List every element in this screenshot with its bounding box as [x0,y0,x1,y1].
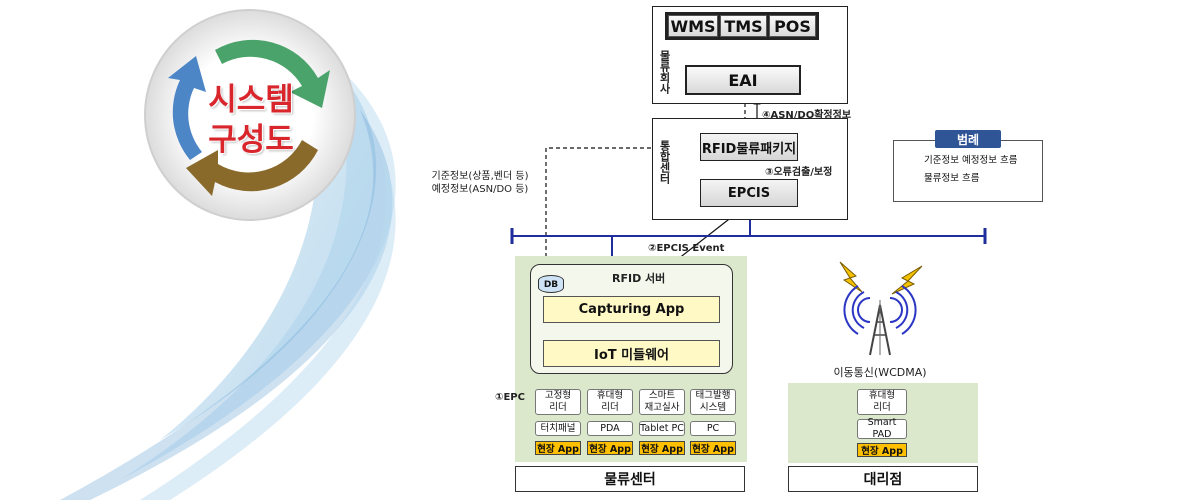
smart-inventory-line2: 재고실사 [644,402,680,413]
tag-issue-line2: 시스템 [699,402,727,413]
asn-annotation: ④ASN/DO확정정보 [762,110,852,121]
rfid-package-box: RFID물류패키지 [700,133,798,161]
event-annotation: ②EPCIS Event [648,243,725,254]
master-info-line1: 기준정보(상품,벤더 등) [431,171,529,182]
device-pda: PDA [587,421,633,436]
field-app-4: 현장 App [690,441,736,455]
agency-pad-line2: PAD [872,429,892,440]
swirl-decoration [60,9,396,500]
rfid-server-title: RFID 서버 [612,272,666,285]
legend-box [893,140,1043,202]
system-pos: POS [769,15,816,37]
field-app-3: 현장 App [639,441,685,455]
logo-title: 시스템 구성도 [196,80,306,160]
iot-middleware-box: IoT 미들웨어 [543,340,720,367]
master-info-line2: 예정정보(ASN/DO 등) [431,184,529,195]
epcis-box: EPCIS [700,179,798,207]
device-pc: PC [690,421,736,436]
master-info-annotation: 기준정보(상품,벤더 등) 예정정보(ASN/DO 등) [420,170,540,196]
integration-center-label: 통합센터 [658,140,671,184]
logo-title-line2: 구성도 [208,122,294,158]
agency-label: 대리점 [788,466,978,492]
eai-box: EAI [685,65,801,95]
reader-fixed-line1: 고정형 [544,390,572,401]
reader-handheld-line1: 휴대형 [596,390,624,401]
reader-fixed-line2: 리더 [549,402,567,413]
db-icon: DB [538,275,564,293]
smart-inventory-line1: 스마트 [648,390,676,401]
legend-title: 범례 [935,130,1001,148]
agency-field-app: 현장 App [857,443,907,457]
logistics-company-label: 물류회사 [658,50,671,94]
legend-dashed-label: 기준정보 예정정보 흐름 [924,155,1018,166]
antenna-tower-icon [839,261,923,356]
reader-handheld-line2: 리더 [601,402,619,413]
logo-title-line1: 시스템 [208,82,294,118]
device-tablet: Tablet PC [639,421,685,436]
field-app-2: 현장 App [587,441,633,455]
logistics-center-label: 물류센터 [515,466,745,492]
tag-issue-line1: 태그발행 [695,390,731,401]
field-app-1: 현장 App [535,441,581,455]
agency-reader-line1: 휴대형 [868,390,896,401]
mobile-network-label: 이동통신(WCDMA) [833,366,927,379]
system-tms: TMS [720,15,767,37]
agency-pad-line1: Smart [867,417,897,428]
error-annotation: ③오류검출/보정 [765,167,833,178]
agency-reader-line2: 리더 [873,402,891,413]
capturing-app-box: Capturing App [543,296,720,323]
legend-solid-label: 물류정보 흐름 [924,173,980,184]
system-wms: WMS [668,15,718,37]
device-touch-panel: 터치패널 [535,421,581,436]
epc-annotation: ①EPC [495,392,525,403]
